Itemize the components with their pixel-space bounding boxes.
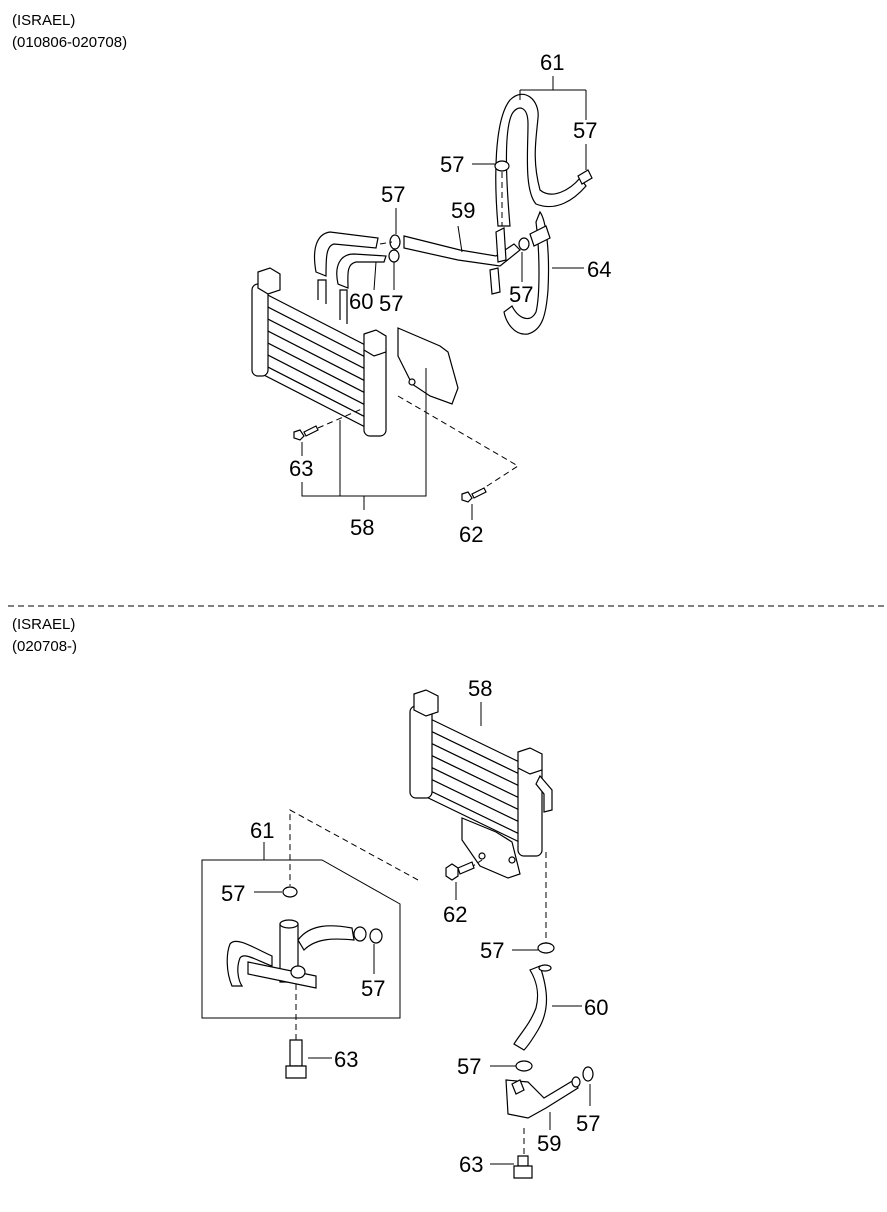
callout-58: 58	[350, 515, 374, 540]
callout-61: 61	[540, 50, 564, 75]
callout-58: 58	[468, 676, 492, 701]
callout-64: 64	[587, 257, 611, 282]
bolt-head-icon	[413, 689, 439, 717]
hose-clamp-icon	[282, 886, 594, 1082]
bolt-head-icon	[363, 329, 387, 357]
callout-60: 60	[349, 289, 373, 314]
assembly-guide-lines	[317, 172, 519, 489]
callout-62: 62	[459, 522, 483, 547]
callout-63: 63	[334, 1047, 358, 1072]
callout-57: 57	[573, 118, 597, 143]
callout-57: 57	[440, 152, 464, 177]
callout-57: 57	[509, 282, 533, 307]
bolt-head-icon	[257, 267, 281, 295]
mounting-bracket	[397, 327, 459, 405]
hose-61-bottom	[226, 919, 367, 989]
leader-lines-bottom	[254, 702, 591, 1165]
period-label: (020708-)	[12, 638, 78, 655]
bolt-icon	[285, 861, 533, 1179]
cooler-fins	[415, 711, 541, 853]
kit-61-box	[201, 859, 401, 1019]
section-header-bottom: (ISRAEL) (020708-)	[12, 614, 77, 658]
oil-cooler-assembly-bottom	[409, 689, 553, 879]
callout-labels-bottom: 58 61 57 62 57 57 60 63 57 57 59 63	[221, 676, 608, 1177]
bolt-icon	[293, 425, 487, 503]
hose-60-bottom	[513, 965, 548, 1051]
callout-57: 57	[379, 291, 403, 316]
callout-59: 59	[537, 1131, 561, 1156]
leader-lines-top	[301, 76, 587, 520]
region-label: (ISRAEL)	[12, 12, 76, 29]
callout-63: 63	[459, 1152, 483, 1177]
callout-57: 57	[576, 1111, 600, 1136]
hose-clamp-icon	[388, 160, 530, 263]
callout-57: 57	[361, 976, 385, 1001]
callout-63: 63	[289, 456, 313, 481]
callout-62: 62	[443, 902, 467, 927]
hose-64	[503, 210, 550, 335]
bolt-head-icon	[517, 747, 543, 775]
period-label: (010806-020708)	[12, 34, 128, 51]
callout-61: 61	[250, 818, 274, 843]
callout-57: 57	[480, 938, 504, 963]
callout-60: 60	[584, 995, 608, 1020]
mounting-bracket	[461, 817, 521, 879]
hose-61-top	[495, 93, 587, 227]
callout-57: 57	[221, 881, 245, 906]
callout-labels-top: 61 57 57 57 59 64 60 57 57 63 58 62	[289, 50, 611, 547]
hose-60-top	[313, 231, 379, 277]
oil-cooler-assembly-top	[251, 267, 459, 437]
callout-59: 59	[451, 198, 475, 223]
region-label: (ISRAEL)	[12, 616, 76, 633]
callout-57: 57	[381, 182, 405, 207]
callout-57: 57	[457, 1054, 481, 1079]
section-header-top: (ISRAEL) (010806-020708)	[12, 10, 127, 54]
